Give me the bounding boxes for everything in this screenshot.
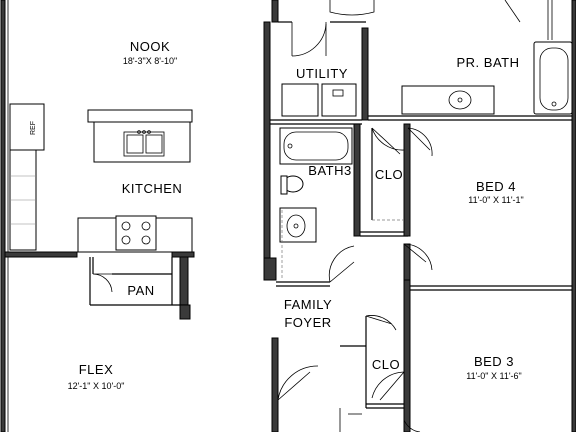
doors [277, 127, 433, 432]
family-label: FAMILY [284, 297, 332, 312]
nook-label: NOOK [130, 39, 170, 54]
pr-bath-label: PR. BATH [457, 55, 520, 70]
flex-dims: 12'-1" X 10'-0" [68, 381, 125, 391]
flex-label: FLEX [79, 362, 114, 377]
bath3-fixtures [279, 127, 353, 280]
bed3-label: BED 3 [474, 354, 514, 369]
ref-label: REF [30, 121, 37, 135]
nook-dims: 18'-3"X 8'-10" [123, 56, 177, 66]
bath3-label: BATH3 [308, 163, 351, 178]
kitchen-fixtures [9, 103, 193, 293]
clo-bottom-label: CLO [372, 357, 400, 372]
top-fixtures [329, 0, 573, 115]
foyer-label: FOYER [284, 315, 331, 330]
bed3-dims: 11'-0" X 11'-6" [466, 371, 522, 381]
pan-label: PAN [127, 283, 154, 298]
labels: NOOK 18'-3"X 8'-10" KITCHEN UTILITY PR. … [30, 39, 524, 391]
clo-top-label: CLO [375, 167, 403, 182]
bed4-dims: 11'-0" X 11'-1" [468, 195, 524, 205]
utility-label: UTILITY [296, 66, 348, 81]
bed4-label: BED 4 [476, 179, 516, 194]
utility-fixtures [281, 22, 357, 117]
kitchen-label: KITCHEN [122, 181, 183, 196]
